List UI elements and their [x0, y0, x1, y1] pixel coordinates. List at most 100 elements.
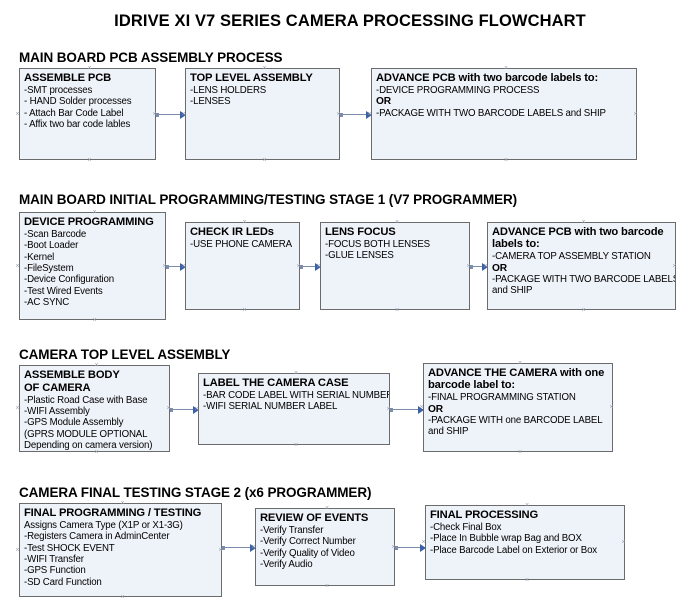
box-line: -Check Final Box: [430, 522, 502, 534]
connector-arrow-label-case-to-advance-camera: [390, 405, 424, 414]
box-line: -Boot Loader: [24, 240, 79, 252]
section-heading-main-board-initial-programming: MAIN BOARD INITIAL PROGRAMMING/TESTING S…: [19, 192, 518, 207]
selection-handle-icon: ×: [15, 546, 20, 554]
selection-handle-icon: ×: [525, 576, 530, 584]
box-line: - Attach Bar Code Label: [24, 107, 124, 119]
process-box-review-of-events[interactable]: REVIEW OF EVENTS -Verify Transfer -Verif…: [255, 508, 395, 586]
selection-handle-icon: ×: [87, 156, 92, 164]
box-title: FINAL PROCESSING: [430, 509, 539, 521]
process-box-lens-focus[interactable]: LENS FOCUS -FOCUS BOTH LENSES -GLUE LENS…: [320, 222, 470, 310]
process-box-assemble-pcb[interactable]: ASSEMBLE PCB -SMT processes - HAND Solde…: [19, 68, 156, 160]
box-line: -FOCUS BOTH LENSES: [325, 239, 430, 251]
box-line: Assigns Camera Type (X1P or X1-3G): [24, 520, 183, 532]
selection-handle-icon: ×: [120, 499, 125, 507]
selection-handle-icon: ×: [316, 262, 321, 270]
box-line: -Device Configuration: [24, 274, 115, 286]
selection-handle-icon: ×: [262, 64, 267, 72]
box-title: LABEL THE CAMERA CASE: [203, 377, 349, 389]
selection-handle-icon: ×: [15, 110, 20, 118]
selection-handle-icon: ×: [242, 306, 247, 314]
selection-handle-icon: ×: [162, 262, 167, 270]
box-line: - Affix two bar code lables: [24, 118, 131, 130]
selection-handle-icon: ×: [294, 441, 299, 449]
section-heading-camera-top-level-assembly: CAMERA TOP LEVEL ASSEMBLY: [19, 347, 231, 362]
selection-handle-icon: ×: [504, 156, 509, 164]
box-line: -Place Barcode Label on Exterior or Box: [430, 544, 598, 556]
box-line: -SMT processes: [24, 85, 93, 97]
process-box-top-level-assembly[interactable]: TOP LEVEL ASSEMBLY -LENS HOLDERS -LENSES: [185, 68, 340, 160]
box-line: -FINAL PROGRAMMING STATION: [428, 392, 576, 404]
selection-handle-icon: ×: [92, 208, 97, 216]
selection-handle-icon: ×: [296, 262, 301, 270]
selection-handle-icon: ×: [87, 64, 92, 72]
selection-handle-icon: ×: [395, 218, 400, 226]
process-box-label-camera-case[interactable]: LABEL THE CAMERA CASE -BAR CODE LABEL WI…: [198, 373, 390, 445]
box-title: CHECK IR LEDs: [190, 226, 274, 238]
box-line: -GLUE LENSES: [325, 250, 394, 262]
selection-handle-icon: ×: [504, 64, 509, 72]
box-line: -SD Card Function: [24, 576, 102, 588]
selection-handle-icon: ×: [518, 448, 523, 456]
selection-handle-icon: ×: [92, 316, 97, 324]
selection-handle-icon: ×: [94, 448, 99, 456]
box-line: -Verify Correct Number: [260, 536, 356, 548]
box-line: -AC SYNC: [24, 296, 70, 308]
selection-handle-icon: ×: [181, 262, 186, 270]
box-line: Depending on camera version): [24, 439, 153, 451]
process-box-final-programming-testing[interactable]: FINAL PROGRAMMING / TESTING Assigns Came…: [19, 503, 222, 597]
box-line: -PACKAGE WITH TWO BARCODE LABELS and SHI…: [376, 107, 606, 119]
box-line: (GPRS MODULE OPTIONAL: [24, 428, 148, 440]
box-title: TOP LEVEL ASSEMBLY: [190, 72, 313, 84]
box-line: -WIFI Assembly: [24, 405, 90, 417]
box-line: OR: [376, 96, 391, 108]
selection-handle-icon: ×: [367, 110, 372, 118]
selection-handle-icon: ×: [194, 405, 199, 413]
box-title: LENS FOCUS: [325, 226, 396, 238]
selection-handle-icon: ×: [94, 361, 99, 369]
selection-handle-icon: ×: [525, 501, 530, 509]
section-heading-camera-final-testing-stage-2: CAMERA FINAL TESTING STAGE 2 (x6 PROGRAM…: [19, 485, 372, 500]
selection-handle-icon: ×: [395, 306, 400, 314]
selection-handle-icon: ×: [181, 110, 186, 118]
process-box-check-ir-leds[interactable]: CHECK IR LEDs -USE PHONE CAMERA: [185, 222, 300, 310]
process-box-device-programming[interactable]: DEVICE PROGRAMMING -Scan Barcode -Boot L…: [19, 212, 166, 320]
process-box-advance-pcb-two-barcode[interactable]: ADVANCE PCB with two barcode labels to: …: [371, 68, 637, 160]
process-box-assemble-body-of-camera[interactable]: ASSEMBLE BODY OF CAMERA -Plastic Road Ca…: [19, 365, 170, 452]
box-line: OR: [428, 403, 443, 415]
selection-handle-icon: ×: [120, 593, 125, 601]
selection-handle-icon: ×: [581, 218, 586, 226]
selection-handle-icon: ×: [15, 405, 20, 412]
selection-handle-icon: ×: [391, 543, 396, 551]
box-line: -CAMERA TOP ASSEMBLY STATION: [492, 251, 651, 263]
selection-handle-icon: ×: [325, 504, 330, 512]
box-line: -FileSystem: [24, 262, 74, 274]
selection-handle-icon: ×: [218, 546, 223, 554]
box-title: FINAL PROGRAMMING / TESTING: [24, 507, 202, 519]
box-line: -Kernel: [24, 251, 55, 263]
selection-handle-icon: ×: [633, 110, 638, 118]
selection-handle-icon: ×: [621, 539, 626, 546]
connector-arrow-top-level-to-advance-pcb: [340, 110, 372, 119]
box-title: ASSEMBLE BODY OF CAMERA: [24, 369, 120, 394]
box-line: -Verify Quality of Video: [260, 547, 355, 559]
box-title: ADVANCE PCB with two barcode labels to:: [376, 72, 599, 84]
selection-handle-icon: ×: [15, 262, 20, 270]
box-line: -WIFI SERIAL NUMBER LABEL: [203, 401, 338, 413]
selection-handle-icon: ×: [483, 262, 488, 270]
box-line: -LENSES: [190, 96, 231, 108]
selection-handle-icon: ×: [609, 404, 614, 411]
process-box-advance-pcb-camera-top[interactable]: ADVANCE PCB with two barcode labels to: …: [487, 222, 676, 310]
selection-handle-icon: ×: [466, 262, 471, 270]
box-line: -USE PHONE CAMERA: [190, 239, 292, 251]
process-box-final-processing[interactable]: FINAL PROCESSING -Check Final Box -Place…: [425, 505, 625, 580]
box-title: DEVICE PROGRAMMING: [24, 216, 154, 228]
selection-handle-icon: ×: [518, 359, 523, 367]
selection-handle-icon: ×: [386, 405, 391, 413]
box-line: and SHIP: [492, 285, 533, 297]
box-line: -DEVICE PROGRAMMING PROCESS: [376, 85, 540, 97]
selection-handle-icon: ×: [325, 582, 330, 590]
box-line: OR: [492, 262, 507, 274]
process-box-advance-camera-one-barcode[interactable]: ADVANCE THE CAMERA with one barcode labe…: [423, 363, 613, 452]
box-line: -WIFI Transfer: [24, 553, 84, 565]
